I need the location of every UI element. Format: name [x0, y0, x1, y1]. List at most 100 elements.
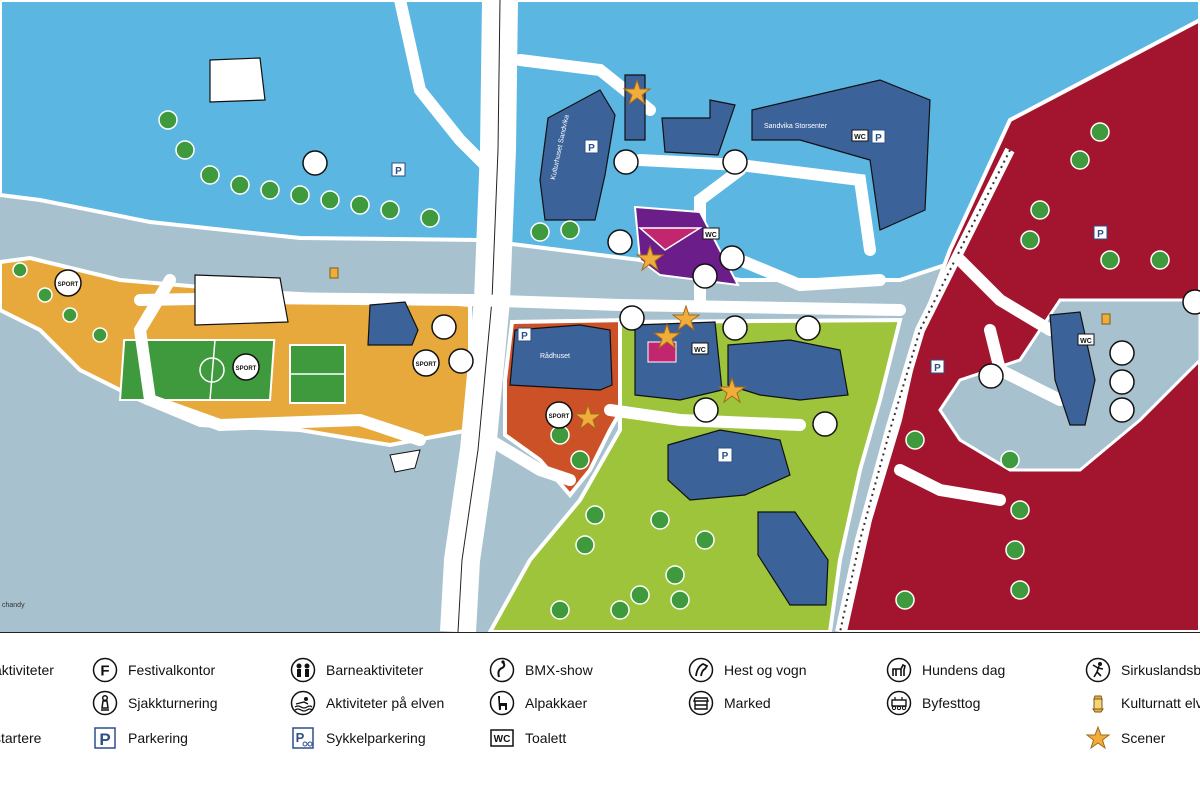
legend-label: startere — [0, 730, 42, 746]
legend-label: Alpakkaer — [525, 695, 588, 711]
legend-label: Marked — [724, 695, 771, 711]
legend-item-hundens: Hundens dag — [886, 655, 1005, 685]
football-fields — [118, 339, 346, 404]
parking-icon: P — [934, 363, 941, 374]
chess-icon — [1109, 340, 1135, 366]
legend-label: Hest og vogn — [724, 662, 807, 678]
parking-icon: P — [395, 166, 402, 177]
bmx-icon — [489, 657, 515, 683]
legend-item-hest: Hest og vogn — [688, 655, 807, 685]
ferris-wheel-icon — [448, 348, 474, 374]
building-north-1 — [539, 89, 616, 221]
toilet-icon: WC — [1080, 338, 1092, 345]
stadium-roof — [194, 274, 289, 326]
star-icon — [652, 322, 682, 350]
festival-office-icon: F — [92, 657, 118, 683]
star-icon — [635, 244, 665, 272]
toilet-icon: WC — [705, 232, 717, 239]
alpaca-icon — [489, 690, 515, 716]
legend-item-bmx: BMX-show — [489, 655, 593, 685]
legend-item-toalett: WC Toalett — [489, 723, 566, 753]
market-icon — [693, 397, 719, 423]
star-icon — [717, 376, 747, 404]
building-center-2 — [727, 339, 849, 401]
legend-label: Parkering — [128, 730, 188, 746]
building-north-2 — [661, 99, 736, 156]
svg-text:WC: WC — [494, 734, 511, 745]
legend-label: BMX-show — [525, 662, 593, 678]
legend-item-byfesttog: Byfesttog — [886, 688, 980, 718]
sport-label: SPORT — [549, 414, 570, 420]
legend-label: Toalett — [525, 730, 567, 746]
legend-item-sirkus: Sirkuslandsb — [1085, 655, 1200, 685]
lantern-icon — [1101, 313, 1111, 325]
scene-stars — [573, 78, 747, 431]
legend-label: Scener — [1121, 730, 1166, 746]
svg-text:F: F — [100, 663, 109, 680]
map-markers — [302, 149, 1200, 437]
circus-icon — [1182, 289, 1200, 315]
storsenter-label: Sandvika Storsenter — [764, 123, 828, 130]
alpaca-icon — [1109, 369, 1135, 395]
legend-item-alpakka: Alpakkaer — [489, 688, 587, 718]
legend: aktiviteter F Festivalkontor Barneaktivi… — [0, 632, 1200, 794]
lantern-icon — [329, 267, 339, 279]
legend-label: Sirkuslandsb — [1121, 662, 1200, 678]
market-icon — [619, 305, 645, 331]
legend-item-aktiviteter: aktiviteter — [0, 655, 54, 685]
legend-item-elven: Aktiviteter på elven — [290, 688, 444, 718]
legend-label: Kulturnatt elv — [1121, 695, 1200, 711]
svg-text:P: P — [99, 730, 110, 749]
credit-text: chandy — [2, 602, 25, 609]
legend-item-kulturnatt: Kulturnatt elv — [1085, 688, 1200, 718]
square-markers: P P P P P P P WC WC WC WC — [391, 129, 1108, 463]
legend-label: aktiviteter — [0, 662, 54, 678]
building-west — [367, 301, 419, 346]
parking-icon: P — [722, 451, 729, 462]
legend-label: Festivalkontor — [128, 662, 216, 678]
legend-label: Barneaktiviteter — [326, 662, 424, 678]
market-icon — [722, 149, 748, 175]
storsenter-building — [751, 79, 931, 231]
bmx-icon — [607, 229, 633, 255]
toilet-icon: WC — [694, 347, 706, 354]
legend-item-marked: Marked — [688, 688, 771, 718]
parade-icon — [886, 690, 912, 716]
festival-map: Sandvika Storsenter Rådhuset Kulturhuset… — [0, 0, 1200, 632]
children-icon — [290, 657, 316, 683]
chess-icon — [92, 690, 118, 716]
lantern-icon — [1085, 690, 1111, 716]
parking-icon: P — [588, 143, 595, 154]
legend-label: Byfesttog — [922, 695, 981, 711]
children-icon — [613, 149, 639, 175]
legend-item-startere: startere — [0, 723, 41, 753]
parking-icon: P — [92, 725, 118, 751]
legend-label: Aktiviteter på elven — [326, 695, 445, 711]
legend-item-sjakk: Sjakkturnering — [92, 688, 218, 718]
star-icon — [573, 403, 603, 431]
kulturhus-building — [667, 429, 791, 501]
star-icon — [1085, 725, 1111, 751]
toilet-icon: WC — [854, 134, 866, 141]
sport-label: SPORT — [416, 362, 437, 368]
children-icon — [692, 263, 718, 289]
parking-icon: P — [1097, 229, 1104, 240]
star-icon — [671, 304, 701, 332]
svg-text:P: P — [296, 730, 305, 745]
legend-item-sykkel: P Sykkelparkering — [290, 723, 426, 753]
toilet-icon: WC — [489, 725, 515, 751]
legend-label: Sykkelparkering — [326, 730, 426, 746]
bike-parking-icon: P — [290, 725, 316, 751]
parade-icon — [978, 363, 1004, 389]
legend-label: Sjakkturnering — [128, 695, 218, 711]
market-icon — [1109, 397, 1135, 423]
lanterns — [329, 267, 1111, 325]
legend-label: Hundens dag — [922, 662, 1006, 678]
legend-item-parkering: P Parkering — [92, 723, 188, 753]
circus-icon — [1085, 657, 1111, 683]
dog-icon — [302, 150, 328, 176]
sport-label: SPORT — [58, 282, 79, 288]
horse-icon — [719, 245, 745, 271]
tank-building — [209, 57, 266, 103]
bmx-ramp — [638, 227, 703, 251]
